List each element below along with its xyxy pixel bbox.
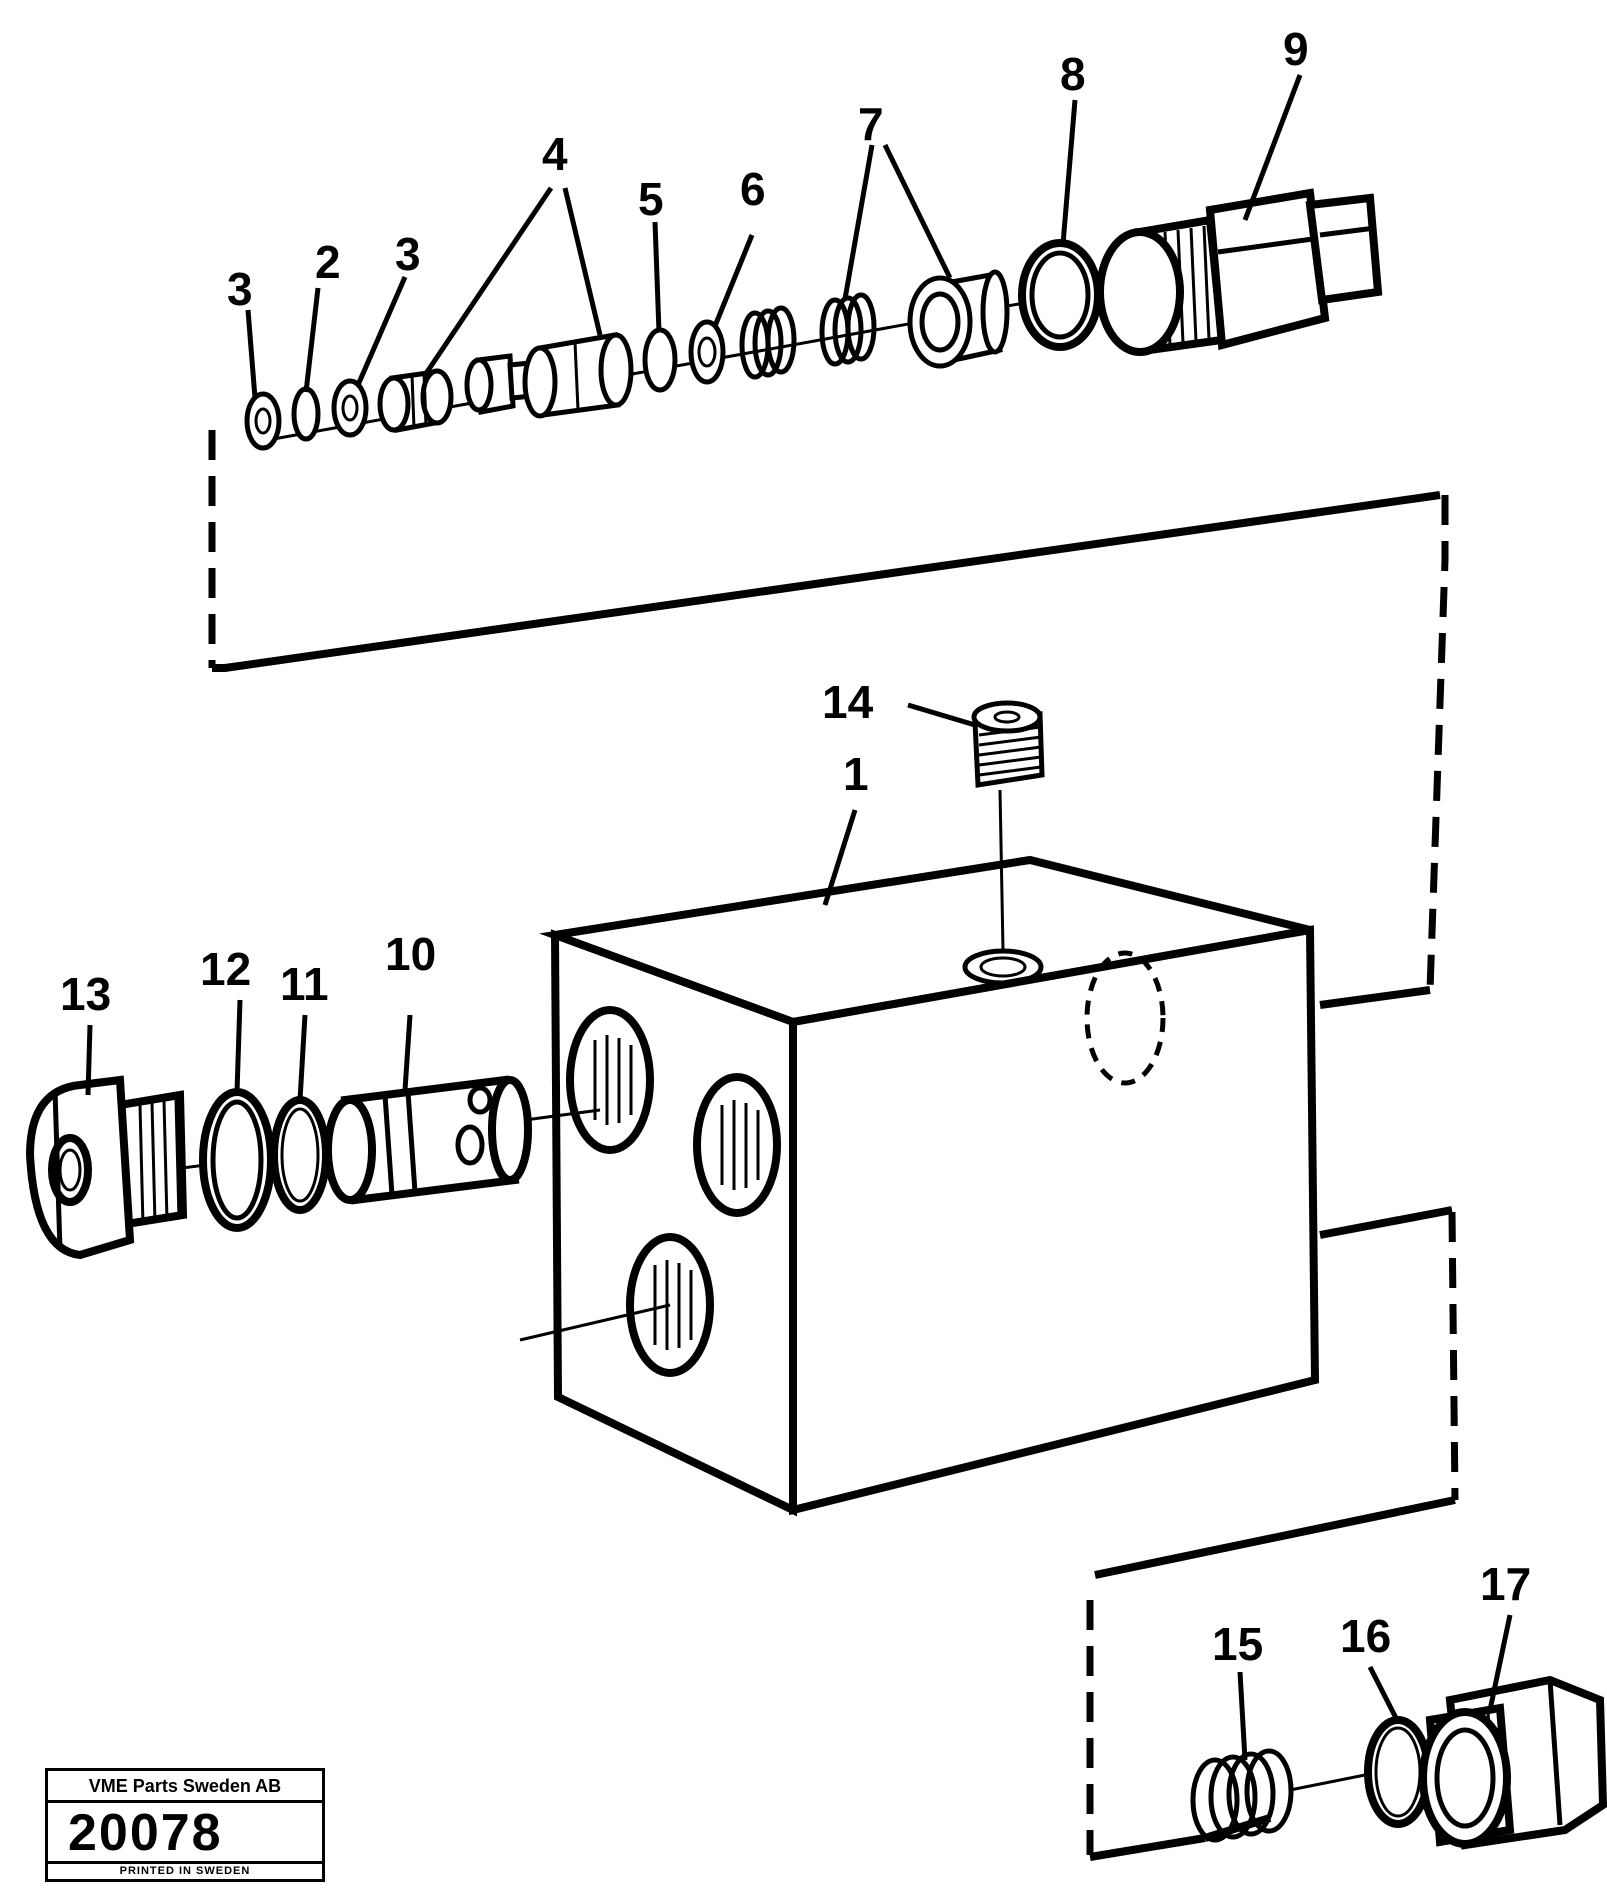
spring-part-7 <box>739 292 877 380</box>
company-name: VME Parts Sweden AB <box>48 1771 322 1803</box>
top-valve-stack <box>244 188 1383 451</box>
label-part-8: 8 <box>1060 48 1086 100</box>
label-part-6: 6 <box>740 163 766 215</box>
label-part-9: 9 <box>1283 23 1309 75</box>
label-part-11: 11 <box>280 958 329 1010</box>
printed-note: PRINTED IN SWEDEN <box>48 1861 322 1879</box>
fitting-part-14 <box>971 700 1045 951</box>
label-part-3: 3 <box>227 263 253 315</box>
label-part-12: 12 <box>200 943 251 995</box>
bottom-right-stack <box>1190 1675 1607 1850</box>
label-part-3: 3 <box>395 228 421 280</box>
label-part-1: 1 <box>843 748 869 800</box>
label-part-16: 16 <box>1340 1610 1391 1662</box>
label-part-5: 5 <box>638 173 664 225</box>
label-part-17: 17 <box>1480 1558 1531 1610</box>
part-labels: 3 2 3 4 5 6 7 8 9 14 1 13 12 11 10 15 16… <box>60 23 1531 1670</box>
label-part-4: 4 <box>542 128 568 180</box>
label-part-15: 15 <box>1212 1618 1263 1670</box>
label-part-14: 14 <box>822 676 874 728</box>
drawing-number: 20078 <box>68 1804 223 1862</box>
title-stamp: VME Parts Sweden AB 20078 PRINTED IN SWE… <box>45 1768 325 1882</box>
label-part-2: 2 <box>315 236 341 288</box>
label-part-13: 13 <box>60 968 111 1020</box>
label-part-7: 7 <box>858 98 884 150</box>
spring-part-15 <box>1190 1748 1294 1843</box>
assembly-guide-lines <box>208 430 1459 1861</box>
left-valve-stack <box>25 1075 532 1260</box>
leader-lines <box>85 74 1513 1761</box>
label-part-10: 10 <box>385 928 436 980</box>
valve-body-part-1 <box>519 855 1320 1517</box>
